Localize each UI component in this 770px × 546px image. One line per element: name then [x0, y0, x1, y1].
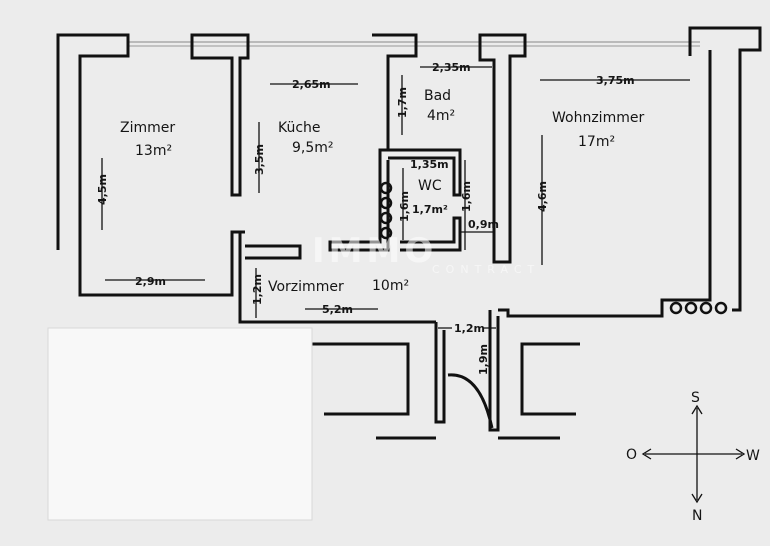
wohnzimmer-name: Wohnzimmer [552, 110, 644, 126]
entrance-depth: 1,9m [477, 344, 490, 375]
wc-fixtures [379, 181, 393, 240]
wc-width: 1,35m [410, 158, 449, 171]
window-rail [128, 41, 700, 47]
zimmer-height: 4,5m [96, 174, 109, 205]
zimmer-area: 13m² [135, 143, 172, 159]
vorzimmer-name: Vorzimmer [268, 279, 344, 295]
kueche-name: Küche [278, 120, 321, 136]
zimmer-width: 2,9m [135, 275, 166, 288]
wc-name: WC [418, 178, 442, 194]
kueche-height: 3,5m [253, 144, 266, 175]
bad-name: Bad [424, 88, 451, 104]
wohnzimmer-fixtures [669, 301, 728, 315]
wohnzimmer-height: 4,6m [536, 181, 549, 212]
compass: S O W N [626, 390, 760, 524]
dimension-lines [101, 66, 690, 400]
wohnzimmer-width: 3,75m [596, 74, 635, 87]
compass-bottom: N [692, 508, 702, 524]
bad-area: 4m² [427, 108, 455, 124]
vorzimmer-height: 1,2m [251, 274, 264, 305]
watermark-sub: CONTRACT [432, 263, 540, 276]
vorzimmer-width: 5,2m [322, 303, 353, 316]
watermark-logo: IMMO [312, 231, 437, 271]
bad-height: 1,7m [396, 87, 409, 118]
compass-right: W [746, 448, 760, 464]
entrance-width: 1,2m [454, 322, 485, 335]
wc-gap: 0,9m [468, 218, 499, 231]
compass-left: O [626, 447, 637, 463]
wc-area: 1,7m² [412, 203, 448, 216]
vorzimmer-area: 10m² [372, 278, 409, 294]
kueche-width: 2,65m [292, 78, 331, 91]
door-arc [447, 373, 494, 429]
wohnzimmer-area: 17m² [578, 134, 615, 150]
cover-paper [47, 327, 313, 521]
wc-height: 1,6m [398, 191, 411, 222]
bad-width: 2,35m [432, 61, 471, 74]
compass-top: S [691, 390, 700, 406]
walls [56, 26, 762, 440]
zimmer-name: Zimmer [120, 120, 175, 136]
kueche-area: 9,5m² [292, 140, 334, 156]
wc-side-height: 1,6m [460, 181, 473, 212]
